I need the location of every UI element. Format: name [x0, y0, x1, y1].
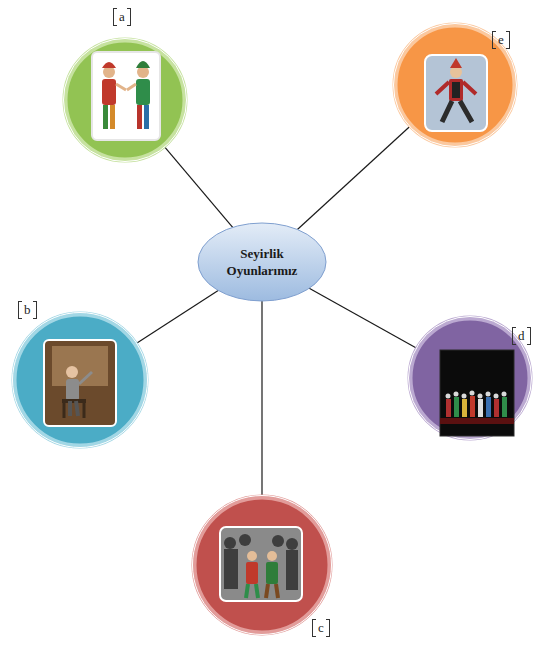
circle-fill: [65, 40, 185, 160]
street-play-picture: [220, 527, 302, 601]
ellipse-fill: [198, 223, 326, 301]
shadow-puppet-picture: [92, 52, 160, 140]
connector-line: [136, 290, 218, 343]
callout-letter: c: [312, 619, 330, 637]
picture-circle: b: [12, 312, 148, 448]
circle-rim: [394, 24, 517, 147]
circle-fill: [395, 25, 515, 145]
label-holder: e: [492, 30, 510, 49]
storyteller-picture: [44, 340, 116, 426]
circle-rim: [64, 39, 187, 162]
circle-rim: [409, 317, 532, 440]
label-holder: b: [18, 300, 37, 319]
label-holder: c: [312, 618, 330, 637]
circle-outline: [63, 38, 187, 162]
picture-circle: a: [63, 38, 187, 162]
circle-outline: [192, 495, 332, 635]
connector-line: [261, 301, 262, 496]
callout-letter: b: [18, 301, 37, 319]
connector-line: [164, 147, 232, 228]
topic-ellipse: Seyirlik Oyunlarımız: [197, 222, 327, 302]
circle-fill: [194, 497, 330, 633]
stage-picture: [440, 350, 514, 436]
callout-letter: a: [113, 8, 131, 26]
callout-letter: e: [492, 31, 510, 49]
circle-fill: [14, 314, 146, 446]
circle-outline: [12, 312, 148, 448]
circle-rim: [193, 496, 332, 635]
label-holder: d: [512, 326, 531, 345]
picture-circle: e: [393, 23, 517, 147]
circle-rim: [13, 313, 148, 448]
callout-letter: d: [512, 327, 531, 345]
circle-fill: [410, 318, 530, 438]
picture-circle: c: [192, 495, 332, 635]
puppet-picture: [425, 55, 487, 131]
connector-line: [297, 126, 410, 229]
label-holder: a: [113, 7, 131, 26]
connector-line: [309, 288, 417, 348]
picture-circle: d: [408, 316, 532, 440]
ellipse-outline: [197, 222, 327, 302]
topic-title: Seyirlik Oyunlarımız: [227, 245, 298, 279]
